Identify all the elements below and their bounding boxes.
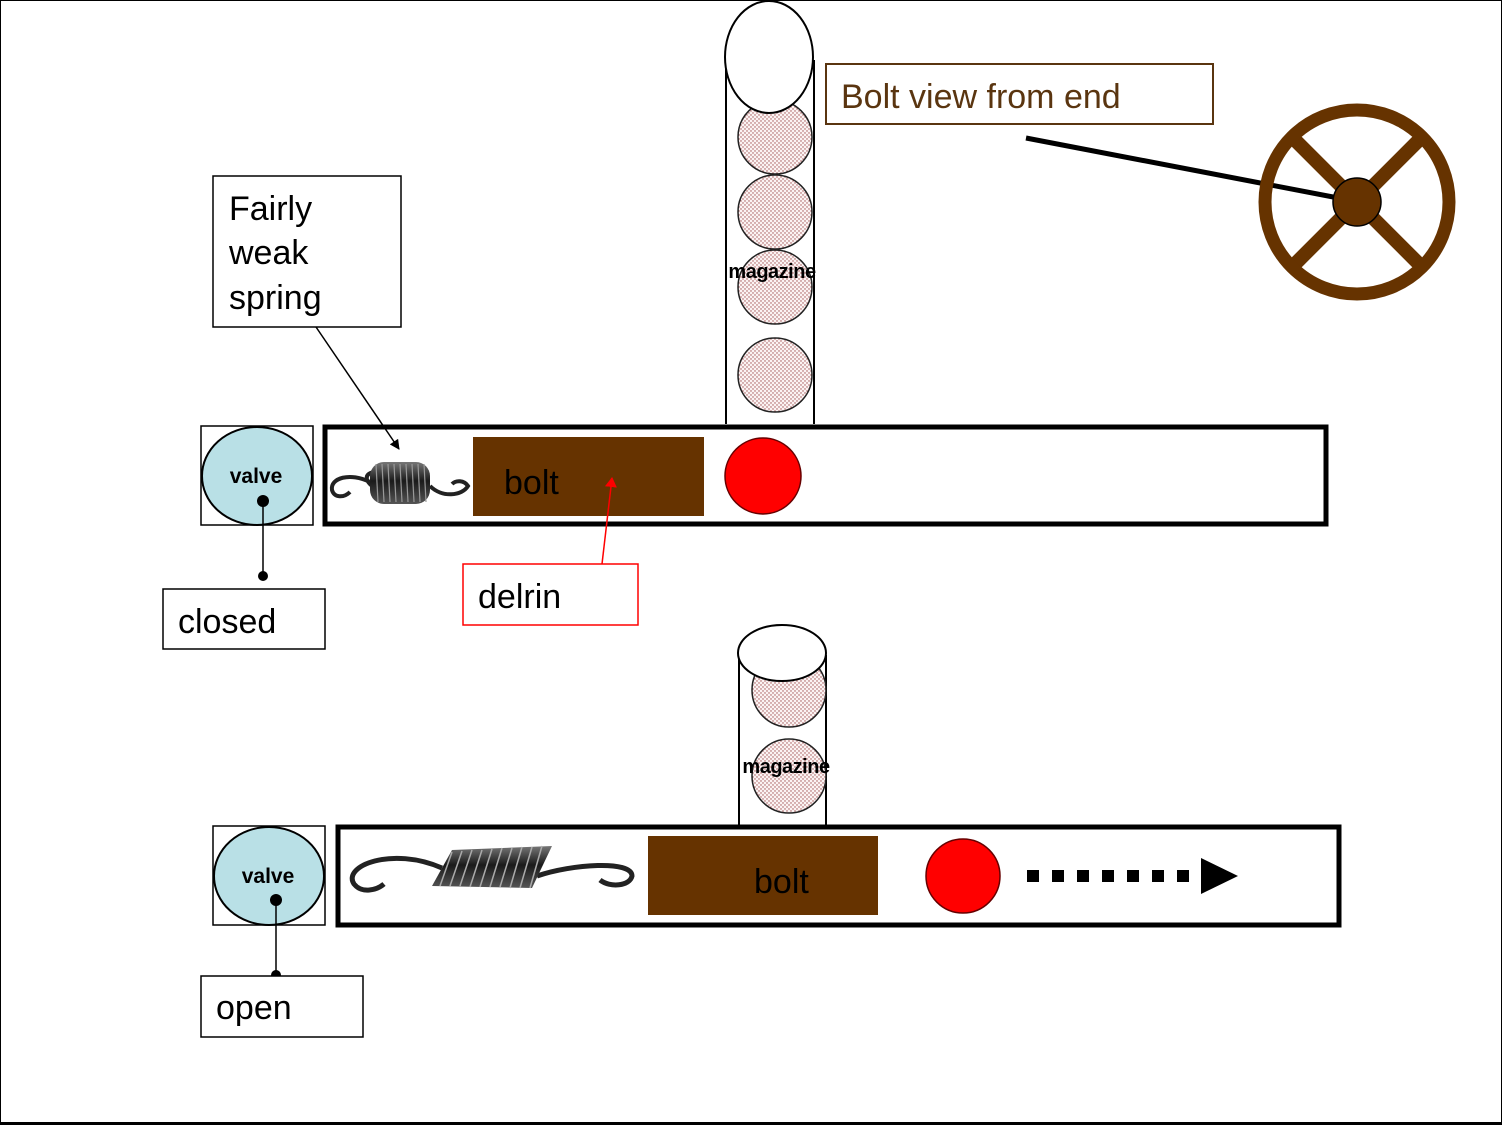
magazine-ball bbox=[737, 249, 813, 325]
delrin-callout: delrin bbox=[462, 477, 639, 626]
spring-callout-line-3: spring bbox=[229, 279, 322, 317]
bottom-bolt bbox=[648, 836, 878, 915]
magazine-cap bbox=[737, 624, 827, 682]
arrow-head-icon bbox=[1201, 858, 1238, 894]
top-projectile-ball bbox=[724, 437, 802, 515]
bottom-valve-label: valve bbox=[242, 865, 295, 888]
top-bolt-label: bolt bbox=[504, 464, 559, 502]
bolt-end-view-callout: Bolt view from end bbox=[825, 63, 1356, 207]
bolt-end-view-icon bbox=[1258, 103, 1456, 301]
bottom-state: magazine bolt bbox=[200, 624, 1342, 1038]
bolt-end-view-arrow bbox=[1025, 135, 1356, 207]
top-valve-state: closed bbox=[178, 603, 276, 641]
bottom-magazine: magazine bbox=[737, 624, 830, 826]
magazine-label: magazine bbox=[742, 756, 830, 778]
magazine-cap bbox=[724, 0, 814, 114]
bottom-spring bbox=[349, 845, 635, 893]
spring-callout-line-2: weak bbox=[228, 234, 309, 272]
bottom-valve: valve bbox=[212, 825, 326, 980]
magazine-ball bbox=[737, 174, 813, 250]
magazine-ball bbox=[737, 337, 813, 413]
motion-arrow bbox=[1027, 858, 1238, 894]
bottom-projectile-ball bbox=[925, 838, 1001, 914]
bolt-end-view-title: Bolt view from end bbox=[841, 78, 1121, 116]
magazine-ball bbox=[751, 738, 827, 814]
spring-callout-arrow bbox=[315, 326, 400, 450]
spring-coils bbox=[370, 462, 430, 504]
top-valve-label: valve bbox=[230, 465, 283, 488]
delrin-callout-label: delrin bbox=[478, 578, 561, 616]
top-bolt bbox=[473, 437, 704, 516]
spring-callout-line-1: Fairly bbox=[229, 190, 312, 228]
bottom-valve-state: open bbox=[216, 989, 292, 1027]
delrin-callout-arrow bbox=[601, 477, 617, 565]
bottom-bolt-label: bolt bbox=[754, 863, 809, 901]
top-valve-state-box bbox=[162, 588, 326, 650]
top-valve: valve bbox=[200, 425, 314, 581]
bottom-valve-state-box bbox=[200, 975, 364, 1038]
spring-callout: Fairly weak spring bbox=[212, 175, 402, 450]
magazine-label: magazine bbox=[728, 261, 816, 283]
top-state: magazine bolt bbox=[162, 0, 1329, 650]
top-spring bbox=[329, 462, 471, 504]
top-magazine: magazine bbox=[724, 0, 816, 424]
